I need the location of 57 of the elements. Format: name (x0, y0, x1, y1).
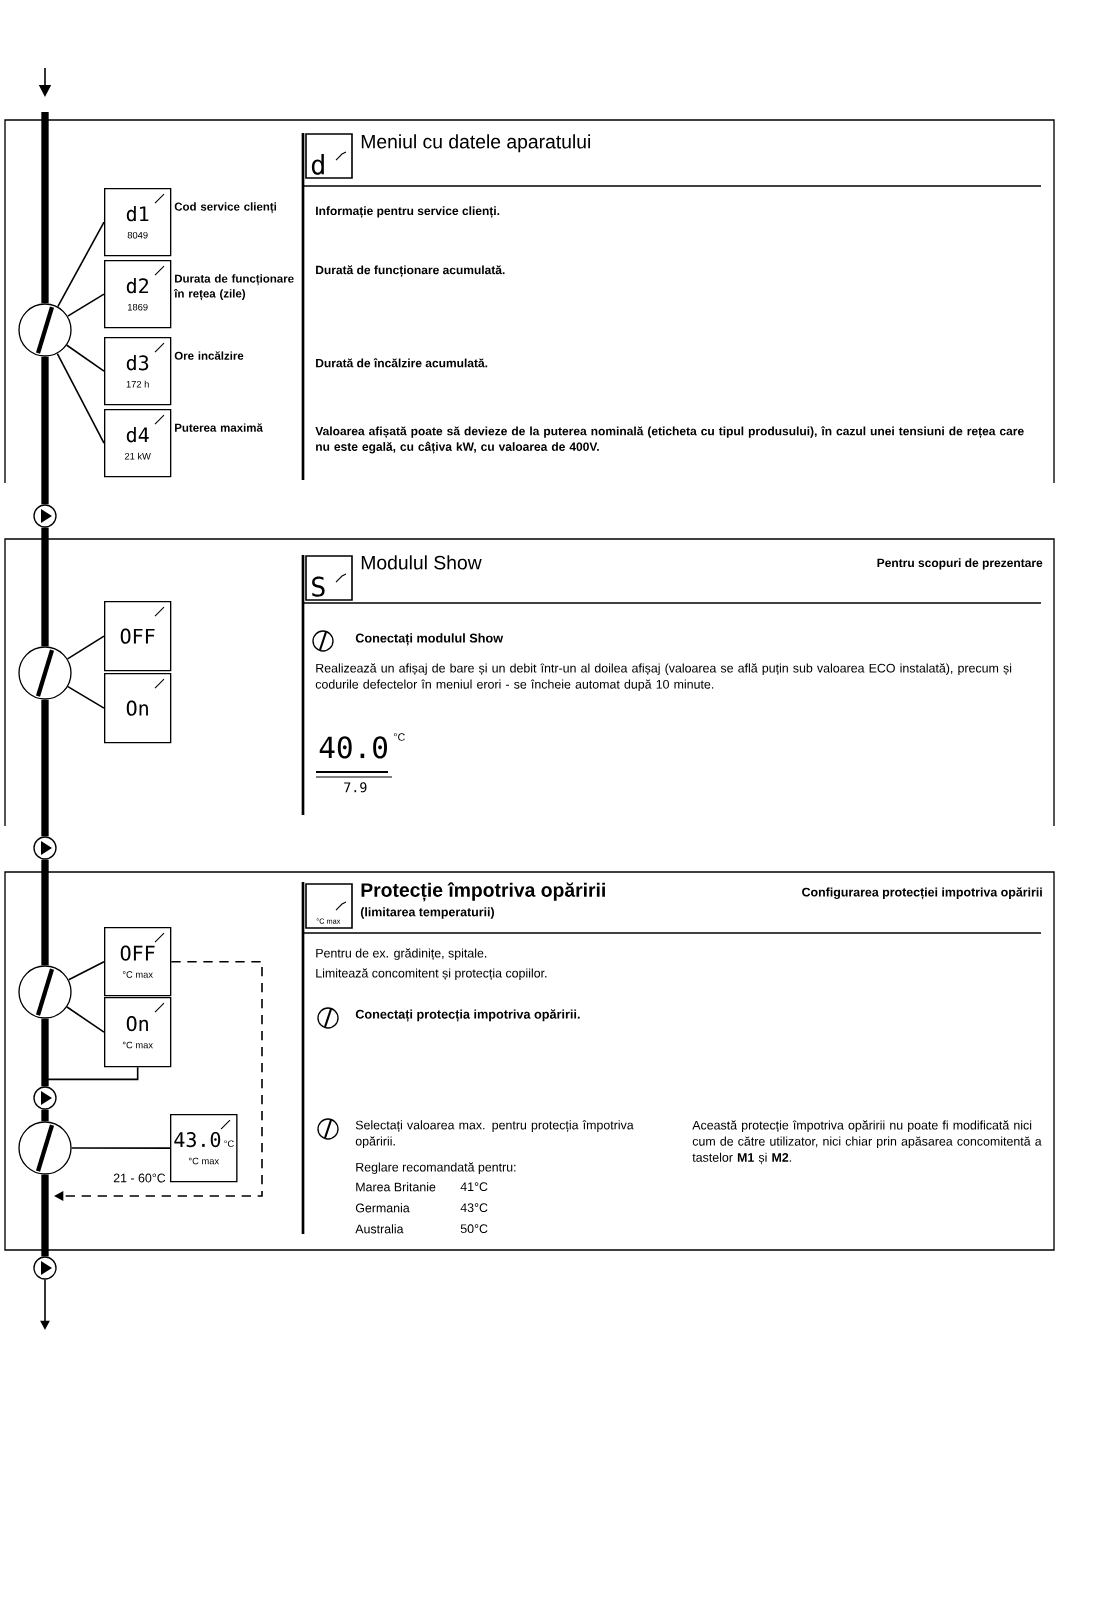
connector-line (70, 1147, 171, 1149)
display-box: OFF °C max (104, 927, 172, 997)
connector-line (56, 352, 105, 444)
play-button (33, 504, 57, 528)
connector-line (67, 685, 105, 709)
connector-line (67, 960, 105, 981)
display-caption: Ore incălzire (174, 351, 244, 360)
play-button (33, 1256, 57, 1280)
body-text: Pentru de ex. grădinițe, spitale. (316, 948, 487, 961)
display-box: d1 8049 (104, 188, 172, 257)
display-caption: Cod service clienți (174, 202, 277, 214)
connector-line (66, 635, 105, 660)
play-button (33, 1086, 57, 1110)
display-caption: Durata de funcționare în rețea (zile) (173, 274, 294, 301)
table-cell: Marea Britanie (356, 1182, 436, 1192)
section-heading: Protecție împotriva opăririi (361, 882, 605, 902)
body-text: Durată de funcționare acumulată. (316, 265, 505, 277)
body-text: Reglare recomandată pentru: (356, 1162, 516, 1174)
table-cell: 50°C (460, 1224, 488, 1234)
body-text: Valoarea afișată poate să devieze de la puterea nominală (eticheta cu tipul produsului), în cazul unei tensiuni de rețea care nu este egală, cu câțiva kW, cu valoarea de 400V. (315, 426, 1024, 454)
side-note: Pentru scopuri de prezentare (877, 558, 1043, 570)
selector-knob (18, 1121, 72, 1175)
connector-line (66, 344, 105, 372)
body-text: Durată de încălzire acumulată. (316, 358, 488, 368)
table-cell: Germania (355, 1203, 410, 1213)
section-heading: Modulul Show (361, 555, 482, 570)
connector-line (67, 293, 105, 317)
side-note: Configurarea protecției impotriva opăririi (802, 887, 1042, 900)
connector-line (57, 221, 105, 308)
display-box: d4 21 kW (104, 409, 172, 478)
body-text: Realizează un afișaj de bare și un debit într-un al doilea afișaj (valoarea se află puțin sub valoarea ECO instalată), precum și codurile defectelor în meniul erori - se încheie automat după 10 minute. (315, 663, 1012, 692)
section-heading: Meniul cu datele aparatului (361, 134, 590, 153)
flow-reading: 7.9 (344, 782, 367, 793)
display-box: d2 1869 (104, 260, 172, 329)
display-reading: 40.0 (319, 736, 387, 759)
table-cell: 43°C (460, 1203, 488, 1213)
display-box: 43.0 °C °C max (170, 1114, 238, 1183)
display-box: OFF (104, 601, 172, 672)
display-caption: Puterea maximă (175, 423, 263, 432)
step-text: Selectați valoarea max. pentru protecția împotriva opăririi. (355, 1120, 634, 1148)
body-text: Informație pentru service clienți. (316, 206, 500, 218)
display-box: On °C max (104, 997, 172, 1068)
connector-line (66, 1006, 105, 1033)
body-text: Limitează concomitent și protecția copiilor. (316, 968, 547, 981)
step-text: Conectați protecția impotriva opăririi. (355, 1009, 580, 1022)
display-box: On (104, 673, 172, 744)
selector-knob (18, 303, 72, 357)
table-cell: Australia (355, 1224, 404, 1234)
note-text: Această protecție împotriva opăririi nu poate fi modificată nici cum de către utilizator, nici chiar prin apăsarea concomitentă a tastelor M1 și M2. (692, 1120, 1042, 1165)
table-cell: 41°C (460, 1182, 488, 1192)
selector-knob (18, 965, 72, 1019)
unit-text: °C (393, 733, 405, 741)
play-button (33, 836, 57, 860)
section-subheading: (limitarea temperaturii) (360, 907, 494, 919)
step-text: Conectați modulul Show (355, 633, 504, 646)
display-box: d3 172 h (104, 337, 172, 406)
selector-knob (18, 646, 72, 700)
